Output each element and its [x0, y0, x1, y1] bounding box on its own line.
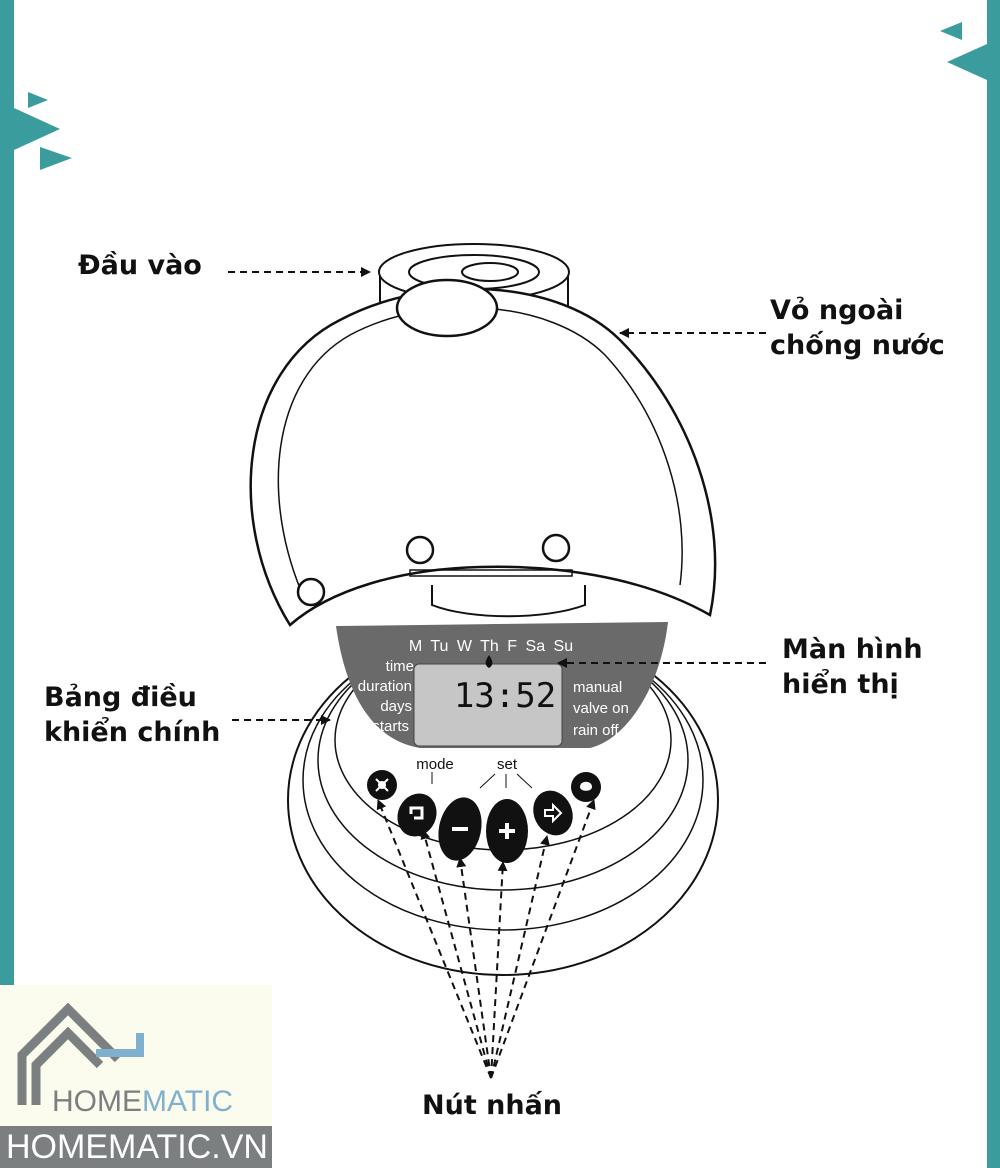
day-w: W	[457, 638, 473, 655]
plus-icon	[499, 823, 515, 839]
logo-brand-light: MATIC	[142, 1085, 234, 1118]
panel-label: Bảng điều khiển chính	[44, 680, 220, 750]
sprinkler-icon	[375, 778, 389, 792]
screen-label: Màn hình hiển thị	[782, 632, 923, 702]
buttons-label: Nút nhấn	[422, 1088, 562, 1123]
mode-label: mode	[416, 756, 454, 773]
day-su: Su	[554, 638, 574, 655]
logo-brand-dark: HOME	[52, 1085, 142, 1118]
panel-label-line1: Bảng điều	[44, 682, 197, 713]
water-drop-icon	[485, 655, 493, 668]
inlet-label: Đầu vào	[78, 248, 202, 283]
menu-manual: manual	[573, 679, 622, 696]
day-th: Th	[480, 638, 499, 655]
day-row: M Tu W Th F Sa Su	[409, 638, 573, 655]
screen-label-line2: hiển thị	[782, 669, 899, 701]
decor-triangles-right	[940, 22, 987, 80]
minus-button[interactable]	[433, 793, 487, 864]
inlet-label-text: Đầu vào	[78, 250, 202, 281]
shell-label-line1: Vỏ ngoài	[770, 295, 904, 326]
screen-label-line1: Màn hình	[782, 634, 923, 665]
lcd-time-readout: 13:52	[454, 676, 556, 716]
house-logo-icon	[17, 1002, 144, 1105]
shell-label: Vỏ ngoài chống nước	[770, 293, 945, 363]
cycle-icon	[409, 806, 424, 820]
menu-valve-on: valve on	[573, 700, 629, 717]
menu-time: time	[386, 658, 414, 675]
set-label: set	[497, 756, 518, 773]
day-f: F	[507, 638, 517, 655]
website-bar: HOMEMATIC.VN	[0, 1126, 272, 1168]
plus-button[interactable]	[486, 799, 528, 863]
left-frame-bar	[0, 0, 14, 1168]
rain-icon	[580, 781, 592, 791]
day-sa: Sa	[526, 638, 546, 655]
right-frame-bar	[987, 0, 1000, 1168]
button-arrows	[376, 799, 596, 1079]
menu-days: days	[380, 698, 412, 715]
decor-triangles-left	[14, 92, 72, 170]
day-m: M	[409, 638, 422, 655]
waterproof-shell	[249, 278, 717, 627]
menu-rain-off: rain off	[573, 722, 619, 739]
buttons-label-text: Nút nhấn	[422, 1090, 563, 1121]
logo-brand: HOMEMATIC	[52, 1085, 233, 1119]
arrow-right-icon	[544, 802, 563, 824]
menu-duration: duration	[358, 678, 412, 695]
next-button[interactable]	[526, 784, 580, 842]
website-text: HOMEMATIC.VN	[6, 1128, 268, 1166]
rain-button[interactable]	[571, 772, 601, 802]
shell-label-line2: chống nước	[770, 330, 945, 362]
menu-starts: starts	[372, 718, 409, 735]
sprinkler-button[interactable]	[367, 770, 397, 800]
panel-label-line2: khiển chính	[44, 717, 221, 749]
day-tu: Tu	[430, 638, 448, 655]
mode-button[interactable]	[390, 787, 443, 843]
